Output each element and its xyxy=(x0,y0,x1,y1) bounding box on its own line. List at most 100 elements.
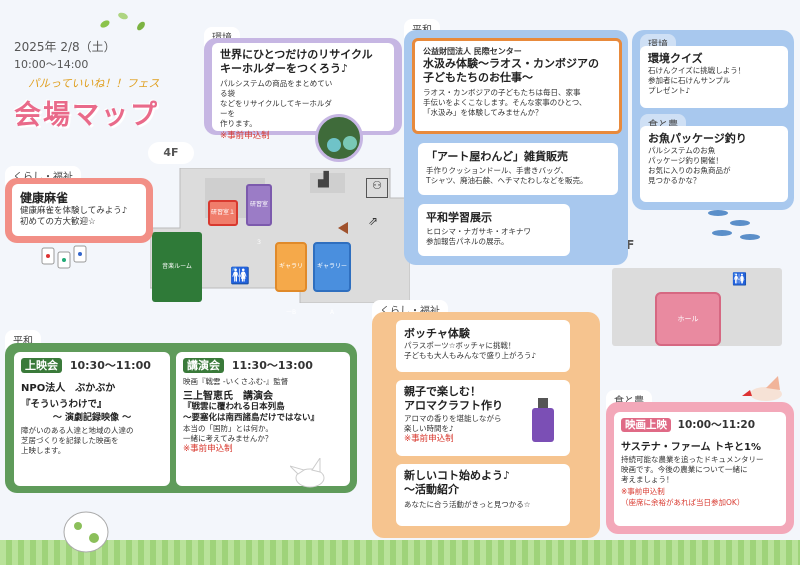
quiz-card: 環境クイズ 石けんクイズに挑戦しよう！参加者に石けんサンプルプレゼント♪ xyxy=(640,46,788,108)
activity-card: 新しいコト始めよう♪～活動紹介 あなたに合う活動がきっと見つかる☆ xyxy=(396,464,570,526)
fish-desc-4: 見つかるかな？ xyxy=(648,176,701,186)
film-desc-2: 映画です。今後の農業について一緒に xyxy=(621,465,748,475)
ibis-bird-icon xyxy=(742,376,792,410)
aroma-title-2: アロマクラフト作り xyxy=(404,399,503,413)
boccia-desc-2: 子どもも大人もみんなで盛り上がろう♪ xyxy=(404,351,537,361)
fish-desc-3: お気に入りのお魚商品が xyxy=(648,166,731,176)
activity-title-2: ～活動紹介 xyxy=(404,483,459,497)
header: 2025年 2/8（土） 10:00～14:00 パルっていいね！！フェス 会場… xyxy=(14,38,204,131)
screening-card: 上映会 10:30～11:00 NPO法人 ぶかぶか 『そういうわけで』 ～ 演… xyxy=(14,352,170,486)
aroma-desc-1: アロマの香りを堪能しながら xyxy=(404,413,502,423)
aroma-note: ※事前申込制 xyxy=(404,433,454,444)
film-desc-3: 考えましょう！ xyxy=(621,475,674,485)
screening-time: 10:30～11:00 xyxy=(69,359,151,372)
page-title: 会場マップ xyxy=(14,100,159,131)
fish-desc-1: パルシステムのお魚 xyxy=(648,146,716,155)
mahjong-card: 健康麻雀 健康麻雀を体験してみよう♪初めての方大歓迎☆ xyxy=(12,184,146,236)
cow-mascot-icon xyxy=(58,496,114,556)
lecture-card: 講演会 11:30～13:00 映画『戦雲 -いくさふむ-』監督 三上智恵氏 講… xyxy=(176,352,350,486)
room-hall[interactable]: ホール xyxy=(655,292,721,346)
recycle-title-2: キーホルダーをつくろう♪ xyxy=(220,62,349,76)
room-gallery-b[interactable]: ギャラリーB xyxy=(275,242,307,316)
floor-label-4f: 4F xyxy=(148,142,194,164)
screening-label: 上映会 xyxy=(21,358,62,373)
quiz-title: 環境クイズ xyxy=(648,52,703,65)
mahjong-title: 健康麻雀 xyxy=(20,191,69,205)
screening-org: NPO法人 ぶかぶか xyxy=(21,383,116,394)
lecture-title-1: 『戦雲に覆われる日本列島 xyxy=(183,402,285,413)
screening-desc-2: 芝居づくりを記録した映画を xyxy=(21,436,119,446)
stairs-icon: ▟ xyxy=(318,172,329,188)
water-desc-1: ラオス・カンボジアの子どもたちは毎日、家事 xyxy=(423,87,581,97)
water-desc-2: 手伝いをよくこなします。そんな家事のひとつ、 xyxy=(423,97,587,107)
film-card: 映画上映 10:00～11:20 サステナ・ファーム トキと1% 持続可能な農業… xyxy=(614,412,786,526)
lecture-title-2: ～要塞化は南西諸島だけではない』 xyxy=(183,413,320,424)
art-desc-2: Tシャツ、廃油石鹸、ヘチマたわしなどを販売。 xyxy=(426,176,588,186)
lecture-time: 11:30～13:00 xyxy=(231,359,313,372)
recycle-desc-3: 作ります。 xyxy=(220,119,257,129)
boccia-title: ボッチャ体験 xyxy=(404,327,470,340)
water-card: 公益財団法人 民際センター 水汲み体験～ラオス・カンボジアの子どもたちのお仕事～… xyxy=(412,38,622,134)
room-gallery-a[interactable]: ギャラリーA xyxy=(313,242,351,316)
water-title-1: 水汲み体験～ラオス・カンボジアの xyxy=(423,57,599,70)
room-study-1[interactable]: 研習室１ xyxy=(208,200,238,226)
room-music[interactable]: 音楽ルーム xyxy=(152,232,202,302)
recycle-desc-1: パルシステムの商品をまとめている袋 xyxy=(220,78,333,98)
study-card: 平和学習展示 ヒロシマ・ナガサキ・オキナワ参加報告パネルの展示。 xyxy=(418,204,570,256)
quiz-desc-3: プレゼント♪ xyxy=(648,86,691,96)
study-desc-1: ヒロシマ・ナガサキ・オキナワ xyxy=(426,227,531,236)
fish-card: お魚パッケージ釣り パルシステムのお魚パッケージ釣り開催！お気に入りのお魚商品が… xyxy=(640,126,788,202)
art-card: 「アート屋わんど」雑貨販売 手作りクッションドール、手書きバッグ、Tシャツ、廃油… xyxy=(418,143,618,195)
date-line: 2025年 2/8（土） xyxy=(14,40,116,54)
restroom-icon: ⚇ xyxy=(366,178,388,198)
dove-icon xyxy=(288,456,330,494)
screening-film-sub: ～ 演劇記録映像 ～ xyxy=(52,413,132,423)
water-org: 公益財団法人 民際センター xyxy=(423,47,522,56)
film-time: 10:00～11:20 xyxy=(677,419,756,431)
aroma-title-1: 親子で楽しむ！ xyxy=(404,385,481,398)
toilet-icon: 🚻 xyxy=(230,266,250,285)
activity-title-1: 新しいコト始めよう♪ xyxy=(404,469,511,482)
quiz-desc-1: 石けんクイズに挑戦しよう！ xyxy=(648,66,746,75)
lecture-desc-1: 本当の「国防」とは何か。 xyxy=(183,424,273,434)
fish-illustration-icon xyxy=(700,205,770,245)
lecture-speaker: 三上智恵氏 講演会 xyxy=(183,391,273,403)
recycle-note: ※事前申込制 xyxy=(220,131,270,142)
water-title-2: 子どもたちのお仕事～ xyxy=(423,71,533,85)
boccia-desc-1: パラスポーツ☆ボッチャに挑戦！ xyxy=(404,341,516,350)
film-label: 映画上映 xyxy=(621,418,671,432)
aroma-desc-2: 楽しい時間を♪ xyxy=(404,423,454,433)
restroom-5f-icon: 🚻 xyxy=(732,272,747,286)
recycle-desc-2: などをリサイクルしてキーホルダーを xyxy=(220,98,332,118)
boccia-card: ボッチャ体験 パラスポーツ☆ボッチャに挑戦！子どもも大人もみんなで盛り上がろう♪ xyxy=(396,320,570,372)
screening-desc-1: 障がいのある人達と地域の人達の xyxy=(21,426,134,435)
mahjong-tiles-icon xyxy=(40,244,90,270)
fish-desc-2: パッケージ釣り開催！ xyxy=(648,156,723,166)
study-desc-2: 参加報告パネルの展示。 xyxy=(426,237,509,247)
mahjong-desc-2: 初めての方大歓迎☆ xyxy=(20,217,96,228)
art-title: 「アート屋わんど」雑貨販売 xyxy=(426,150,569,163)
art-desc-1: 手作りクッションドール、手書きバッグ、 xyxy=(426,166,568,175)
study-title: 平和学習展示 xyxy=(426,211,492,224)
mahjong-desc-1: 健康麻雀を体験してみよう♪ xyxy=(20,206,128,216)
activity-desc-1: あなたに合う活動がきっと見つかる☆ xyxy=(404,499,531,509)
escalator-icon: ⇗ xyxy=(368,214,379,228)
screening-desc-3: 上映します。 xyxy=(21,446,66,456)
grass-decoration xyxy=(0,540,800,565)
aroma-bottle-icon xyxy=(528,398,558,444)
film-note-1: ※事前申込制 xyxy=(621,487,665,497)
lecture-label: 講演会 xyxy=(183,358,224,373)
recycle-card: 世界にひとつだけのリサイクルキーホルダーをつくろう♪ パルシステムの商品をまとめ… xyxy=(212,43,394,141)
keychain-photo xyxy=(315,114,363,162)
room-study-3[interactable]: 研習室３ xyxy=(246,184,272,246)
water-desc-3: 「水汲み」を体験してみませんか？ xyxy=(423,107,543,117)
film-note-2: （座席に余裕があれば当日参加OK） xyxy=(621,497,745,507)
quiz-desc-2: 参加者に石けんサンプル xyxy=(648,76,731,86)
film-desc-1: 持続可能な農業を追ったドキュメンタリー xyxy=(621,455,764,464)
lecture-note: ※事前申込制 xyxy=(183,444,233,455)
lecture-film: 映画『戦雲 -いくさふむ-』監督 xyxy=(183,377,289,386)
fish-title: お魚パッケージ釣り xyxy=(648,132,747,145)
leaf-decoration-icon xyxy=(95,6,155,36)
film-title: サステナ・ファーム トキと1% xyxy=(621,442,761,453)
screening-film-title: 『そういうわけで』 xyxy=(21,399,107,410)
